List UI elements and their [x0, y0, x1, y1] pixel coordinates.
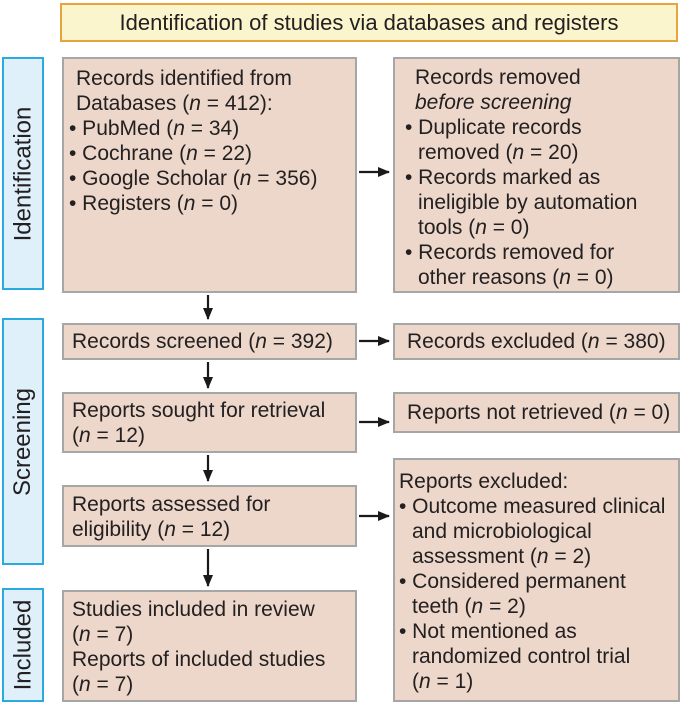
text-line: Reports assessed for: [72, 493, 271, 516]
text-line: Records identified from: [76, 67, 292, 90]
text-line: and microbiological: [412, 520, 592, 543]
text-line: other reasons (n = 0): [418, 266, 614, 289]
text-line: Databases (n = 412):: [76, 92, 273, 115]
text-line: • Records removed for: [405, 241, 615, 264]
box-records-removed: Records removed before screening • Dupli…: [393, 57, 680, 293]
stage-label-identification-text: Identification: [9, 106, 37, 241]
text-line: Reports not retrieved (n = 0): [407, 401, 671, 424]
text-line: assessment (n = 2): [412, 545, 592, 568]
banner-title: Identification of studies via databases …: [119, 9, 619, 35]
text-line: • Records marked as: [405, 166, 601, 189]
text-line: tools (n = 0): [418, 216, 530, 239]
text-line: removed (n = 20): [418, 141, 579, 164]
text-line: ineligible by automation: [418, 191, 638, 214]
text-line: (n = 12): [72, 424, 145, 447]
text-line: • Not mentioned as: [399, 620, 577, 643]
text-line: eligibility (n = 12): [72, 518, 231, 541]
text-line: • Outcome measured clinical: [399, 495, 666, 518]
text-line: • Registers (n = 0): [69, 192, 239, 215]
text-line: Records removed: [415, 66, 581, 89]
text-line: (n = 1): [412, 670, 474, 693]
text-line: randomized control trial: [412, 645, 631, 668]
stage-label-included: Included: [2, 588, 44, 702]
text-line: Reports of included studies: [72, 648, 326, 671]
text-line: Records screened (n = 392): [72, 330, 333, 353]
text-line: Reports sought for retrieval: [72, 399, 326, 422]
box-records-identified: Records identified from Databases (n = 4…: [62, 57, 357, 293]
box-reports-sought: Reports sought for retrieval (n = 12): [62, 392, 357, 453]
stage-label-screening-text: Screening: [9, 387, 37, 496]
stage-label-included-text: Included: [9, 599, 36, 691]
text-line: • Considered permanent: [399, 570, 626, 593]
box-records-screened: Records screened (n = 392): [62, 323, 357, 360]
text-line: Studies included in review: [72, 598, 315, 621]
text-line: • Google Scholar (n = 356): [69, 167, 318, 190]
box-records-excluded: Records excluded (n = 380): [393, 323, 680, 360]
text-line: • Duplicate records: [405, 116, 582, 139]
banner: Identification of studies via databases …: [60, 3, 678, 42]
box-reports-excluded: Reports excluded: • Outcome measured cli…: [393, 458, 680, 702]
text-line: teeth (n = 2): [412, 595, 526, 618]
text-line: • Cochrane (n = 22): [69, 142, 253, 165]
text-line: (n = 7): [72, 623, 134, 646]
stage-label-screening: Screening: [2, 318, 44, 565]
box-studies-included: Studies included in review (n = 7) Repor…: [62, 590, 357, 702]
stage-label-identification: Identification: [2, 57, 44, 290]
box-reports-not-retrieved: Reports not retrieved (n = 0): [393, 392, 680, 433]
text-line: • PubMed (n = 34): [69, 117, 240, 140]
text-line: (n = 7): [72, 673, 134, 696]
text-line: Records excluded (n = 380): [407, 330, 666, 353]
text-line: Reports excluded:: [399, 470, 569, 493]
text-line: before screening: [415, 91, 572, 114]
box-reports-assessed: Reports assessed for eligibility (n = 12…: [62, 485, 357, 547]
